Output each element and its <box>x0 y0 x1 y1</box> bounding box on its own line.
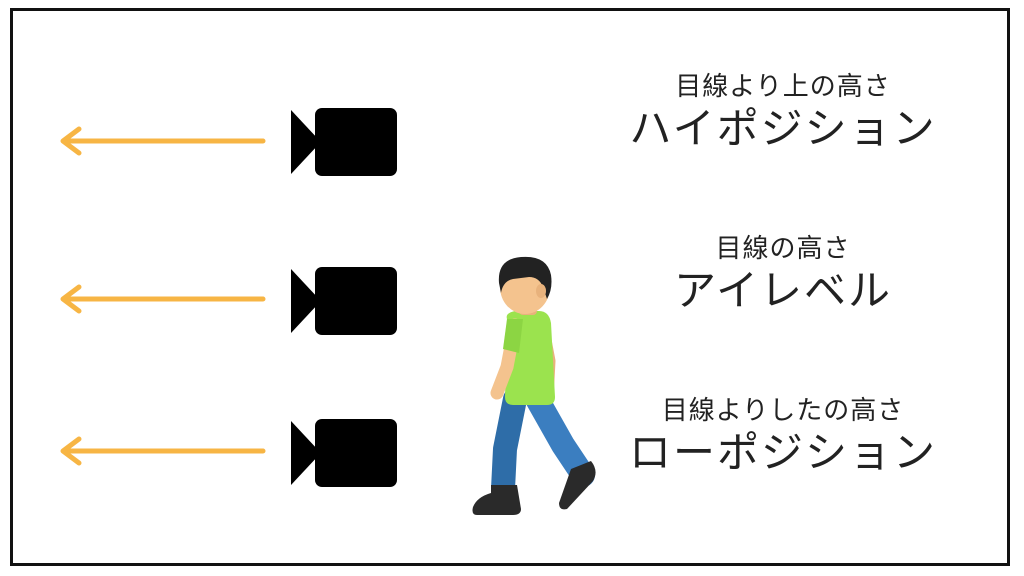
arrow-left-icon <box>60 284 266 314</box>
video-camera-icon <box>291 108 397 176</box>
row-eye-level <box>13 265 1007 345</box>
walking-person-icon <box>472 256 596 515</box>
arrow-left-icon <box>60 436 266 466</box>
video-camera-icon <box>291 267 397 335</box>
arrow-left-icon <box>60 126 266 156</box>
label-low-position: 目線よりしたの高さ ローポジション <box>613 395 953 479</box>
label-eye-level: 目線の高さ アイレベル <box>613 233 953 317</box>
caption-high-position: 目線より上の高さ <box>675 72 891 102</box>
title-low-position: ローポジション <box>628 428 937 477</box>
diagram-frame: 目線より上の高さ ハイポジション 目線の高さ アイレベル 目線よりしたの高さ ロ… <box>10 8 1010 566</box>
title-eye-level: アイレベル <box>674 266 892 315</box>
caption-eye-level: 目線の高さ <box>715 234 851 264</box>
title-high-position: ハイポジション <box>629 104 937 153</box>
label-high-position: 目線より上の高さ ハイポジション <box>613 71 953 155</box>
row-low-position <box>13 415 1007 495</box>
caption-low-position: 目線よりしたの高さ <box>661 396 905 426</box>
video-camera-icon <box>291 419 397 487</box>
row-high-position <box>13 103 1007 183</box>
